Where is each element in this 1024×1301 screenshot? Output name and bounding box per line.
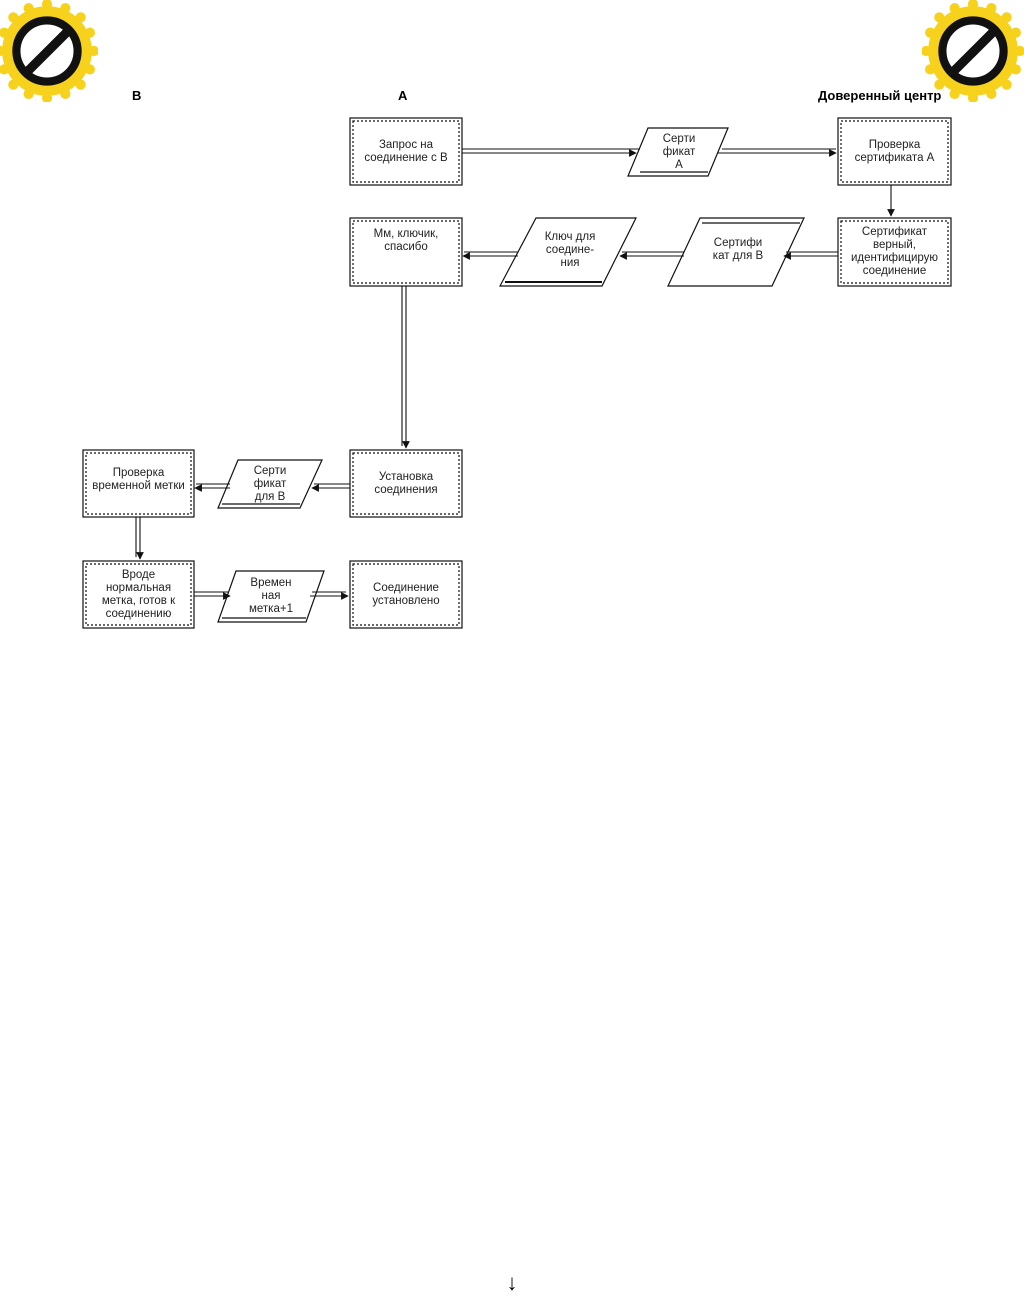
arrow-down-icon: ↓ <box>506 1270 518 1295</box>
box-check-cert-a <box>837 117 952 186</box>
box-established <box>349 560 463 629</box>
no-entry-icon <box>0 0 98 102</box>
data-cert-for-b-top <box>667 217 805 287</box>
column-label-a: А <box>398 88 408 103</box>
node-thanks: Мм, ключик,спасибо <box>373 228 439 253</box>
box-check-timestamp <box>82 449 195 518</box>
data-timestamp-plus <box>217 570 325 623</box>
box-request <box>349 117 463 186</box>
data-cert-for-b <box>217 459 323 509</box>
no-entry-icon <box>922 0 1024 102</box>
data-cert-a <box>627 127 729 177</box>
column-label-b: В <box>132 88 142 103</box>
column-label-trusted-center: Доверенный центр <box>818 88 942 103</box>
box-normal-stamp <box>82 560 195 629</box>
data-conn-key <box>499 217 637 287</box>
